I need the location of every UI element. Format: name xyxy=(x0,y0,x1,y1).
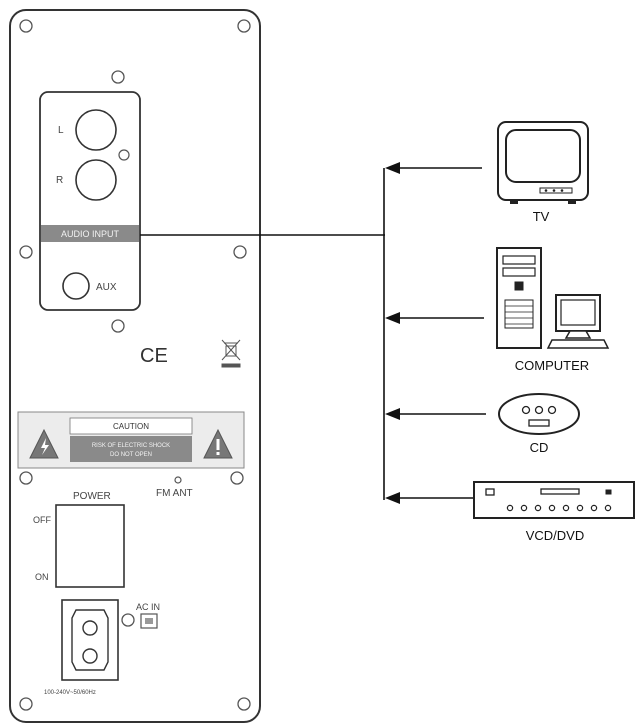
arrow-icon xyxy=(385,408,400,420)
ac-in-label: AC IN xyxy=(136,602,160,612)
audio-input-band xyxy=(41,225,139,242)
vcd-dvd-player-icon xyxy=(473,481,635,519)
computer-icon xyxy=(496,247,610,349)
power-label: POWER xyxy=(73,491,111,502)
aux-label: AUX xyxy=(96,282,117,293)
power-off-label: OFF xyxy=(33,515,51,525)
audio-input-label: AUDIO INPUT xyxy=(61,229,120,239)
weee-bin-icon xyxy=(221,339,241,368)
xlr-left-jack xyxy=(75,109,117,151)
screw-hole xyxy=(111,70,125,84)
caution-title: CAUTION xyxy=(113,422,149,431)
power-switch xyxy=(55,504,125,588)
ac-inlet-pin xyxy=(82,620,98,636)
vcd-dvd-label: VCD/DVD xyxy=(526,528,585,543)
fm-ant-label: FM ANT xyxy=(156,488,193,499)
caution-line-2: DO NOT OPEN xyxy=(110,452,152,458)
screw-hole xyxy=(237,19,251,33)
screw-hole xyxy=(19,19,33,33)
screw-hole xyxy=(118,149,130,161)
screw-hole xyxy=(111,319,125,333)
computer-label: COMPUTER xyxy=(515,358,589,373)
cd-label: CD xyxy=(530,440,549,455)
screw-hole xyxy=(230,471,244,485)
xlr-right-jack xyxy=(75,159,117,201)
caution-title-box xyxy=(69,417,193,435)
power-on-label: ON xyxy=(35,572,49,582)
screw-hole xyxy=(121,613,135,627)
cd-player-icon xyxy=(498,393,580,435)
tv-icon xyxy=(497,121,589,204)
audio-input-module xyxy=(39,91,141,311)
aux-jack xyxy=(62,272,90,300)
caution-text-box xyxy=(70,436,192,462)
ac-inlet-pin xyxy=(82,648,98,664)
exclamation-dot xyxy=(216,452,220,455)
screw-hole xyxy=(237,697,251,711)
ce-mark: CE xyxy=(140,345,168,367)
ac-inlet-socket xyxy=(71,609,109,671)
caution-line-1: RISK OF ELECTRIC SHOCK xyxy=(92,443,170,449)
tv-label: TV xyxy=(533,209,550,224)
exclamation-bar xyxy=(216,439,220,450)
screw-hole xyxy=(233,245,247,259)
screw-hole xyxy=(19,245,33,259)
voltage-label: 100-240V~50/60Hz xyxy=(44,690,96,696)
channel-right-label: R xyxy=(56,175,63,186)
screw-hole xyxy=(19,471,33,485)
arrow-icon xyxy=(385,312,400,324)
arrow-icon xyxy=(385,492,400,504)
speaker-rear-panel: L R AUDIO INPUT AUX CE CAUTION RISK OF E… xyxy=(9,9,261,723)
ac-in-indicator-inner xyxy=(145,618,153,624)
lightning-bolt xyxy=(41,438,49,455)
fm-antenna-jack xyxy=(174,476,182,484)
arrow-icon xyxy=(385,162,400,174)
screw-hole xyxy=(19,697,33,711)
connection-arrows xyxy=(385,162,400,504)
channel-left-label: L xyxy=(58,125,64,136)
connection-lines xyxy=(140,167,486,500)
